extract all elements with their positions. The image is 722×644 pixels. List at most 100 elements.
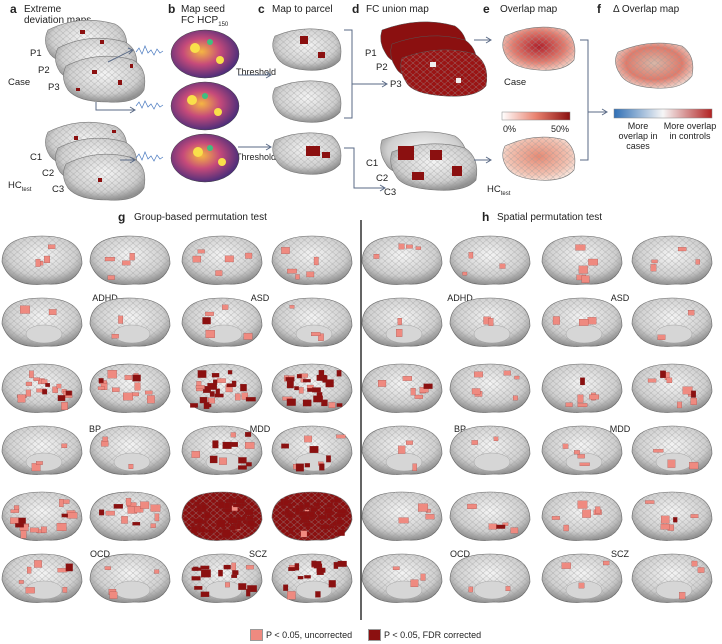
fdr-significant-parcel	[336, 370, 342, 377]
brain-lateral-view	[181, 235, 263, 285]
uncorrected-significant-parcel	[667, 459, 676, 468]
uncorrected-significant-parcel	[10, 509, 19, 513]
brain-lateral-view	[1, 235, 83, 285]
fdr-significant-parcel	[224, 502, 231, 509]
uncorrected-significant-parcel	[122, 260, 131, 266]
uncorrected-significant-parcel	[40, 526, 47, 533]
uncorrected-significant-parcel	[471, 388, 481, 395]
uncorrected-significant-parcel	[287, 591, 296, 600]
subject-label: P2	[376, 62, 388, 73]
uncorrected-significant-parcel	[697, 567, 705, 573]
fdr-significant-parcel	[313, 502, 321, 507]
uncorrected-significant-parcel	[690, 514, 699, 519]
brain-medial-view	[1, 425, 83, 475]
disorder-label-mdd: MDD	[249, 424, 271, 434]
uncorrected-significant-parcel	[154, 513, 160, 522]
subject-label: P3	[390, 79, 402, 90]
uncorrected-significant-parcel	[134, 382, 141, 391]
fdr-significant-parcel	[333, 561, 339, 569]
uncorrected-significant-parcel	[397, 318, 402, 326]
uncorrected-significant-parcel	[118, 315, 124, 324]
fdr-significant-parcel	[191, 526, 198, 534]
fdr-significant-parcel	[223, 564, 231, 570]
uncorrected-significant-parcel	[128, 464, 134, 470]
disorder-label-adhd: ADHD	[92, 293, 118, 303]
uncorrected-significant-parcel	[577, 394, 584, 403]
threshold-label: Threshold	[236, 152, 277, 162]
fdr-significant-parcel	[238, 465, 247, 470]
brain-lateral-view	[361, 235, 443, 285]
scale-max: 50%	[551, 124, 570, 134]
overlap-maps-e	[501, 26, 576, 181]
uncorrected-significant-parcel	[678, 247, 687, 252]
fdr-significant-parcel	[18, 517, 26, 524]
fdr-significant-parcel	[315, 591, 321, 598]
uncorrected-significant-parcel	[10, 517, 20, 524]
uncorrected-significant-parcel	[219, 457, 227, 465]
panel-c-title: Map to parcel	[272, 4, 333, 15]
fdr-significant-parcel	[285, 377, 295, 382]
fdr-significant-parcel	[319, 463, 325, 471]
panel-h-letter: h	[482, 210, 490, 224]
panel-h-title: Spatial permutation test	[497, 212, 603, 223]
fdr-significant-parcel	[673, 517, 678, 523]
uncorrected-significant-parcel	[245, 252, 253, 259]
fdr-significant-parcel	[312, 387, 321, 393]
uncorrected-significant-parcel	[588, 258, 598, 266]
fdr-significant-parcel	[304, 575, 311, 579]
fdr-significant-parcel	[303, 379, 311, 383]
fdr-significant-parcel	[218, 569, 223, 577]
uncorrected-significant-parcel	[415, 246, 421, 250]
fdr-significant-parcel	[132, 521, 141, 526]
uncorrected-significant-parcel	[245, 442, 255, 449]
fdr-significant-parcel	[200, 565, 210, 570]
uncorrected-significant-parcel	[589, 394, 600, 400]
uncorrected-significant-parcel	[25, 587, 35, 594]
fdr-significant-parcel	[65, 563, 73, 572]
fdr-significant-parcel	[61, 513, 68, 518]
panel-e-title: Overlap map	[500, 4, 558, 15]
uncorrected-significant-parcel	[56, 522, 67, 531]
uncorrected-significant-parcel	[231, 562, 237, 571]
panel-c-letter: c	[258, 2, 265, 16]
brain-medial-view	[1, 297, 83, 347]
uncorrected-significant-parcel	[679, 592, 686, 600]
fdr-significant-parcel	[318, 370, 325, 377]
fdr-significant-parcel	[194, 585, 203, 590]
brain-lateral-view	[181, 363, 263, 413]
uncorrected-significant-parcel	[578, 265, 588, 274]
fdr-significant-parcel	[336, 403, 343, 407]
uncorrected-significant-parcel	[690, 397, 697, 406]
brain-medial-view	[449, 297, 531, 347]
uncorrected-significant-parcel	[574, 450, 580, 455]
uncorrected-significant-parcel	[224, 255, 234, 263]
uncorrected-significant-parcel	[418, 503, 428, 512]
fdr-significant-parcel	[231, 574, 238, 578]
brain-lateral-view	[631, 235, 713, 285]
subject-label: C1	[30, 152, 43, 163]
panel-f-title: Δ Overlap map	[613, 4, 680, 15]
fdr-significant-parcel	[233, 503, 242, 508]
uncorrected-significant-parcel	[59, 499, 64, 507]
legend-label-fdr: P < 0.05, FDR corrected	[384, 630, 482, 640]
panel-d-letter: d	[352, 2, 360, 16]
subject-label: C2	[376, 173, 389, 184]
uncorrected-significant-parcel	[122, 392, 133, 401]
uncorrected-significant-parcel	[468, 252, 474, 259]
uncorrected-significant-parcel	[111, 387, 120, 392]
panel-a-title: Extreme deviation maps	[24, 4, 92, 26]
uncorrected-significant-parcel	[230, 432, 236, 438]
fdr-significant-parcel	[325, 379, 334, 388]
uncorrected-significant-parcel	[147, 395, 155, 404]
fdr-significant-parcel	[236, 522, 241, 530]
uncorrected-significant-parcel	[657, 334, 666, 340]
uncorrected-significant-parcel	[33, 377, 40, 381]
uncorrected-significant-parcel	[47, 244, 56, 249]
uncorrected-significant-parcel	[603, 560, 610, 566]
panel-b-letter: b	[168, 2, 176, 16]
subject-label: C1	[366, 158, 379, 169]
uncorrected-significant-parcel	[577, 403, 588, 407]
fdr-significant-parcel	[235, 498, 245, 504]
fdr-significant-parcel	[211, 373, 220, 378]
uncorrected-significant-parcel	[216, 378, 226, 383]
